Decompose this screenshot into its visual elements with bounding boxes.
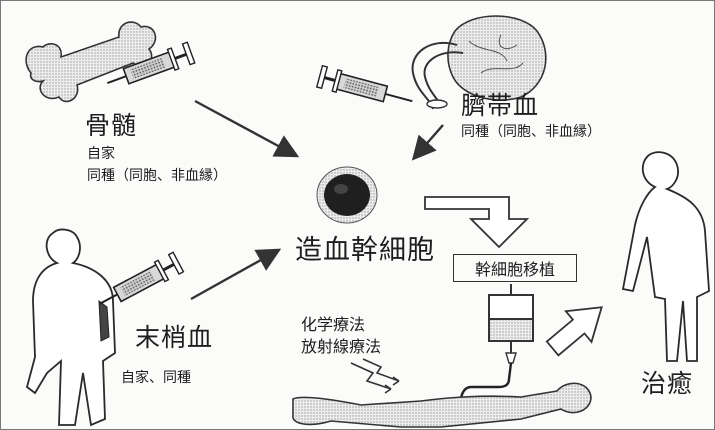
peripheral-blood-title: 末梢血	[135, 323, 214, 352]
cured-person-outline-icon	[621, 151, 710, 362]
syringe-arm-icon	[99, 251, 185, 305]
syringe-bone-icon	[107, 41, 196, 85]
outcome-label: 治癒	[641, 369, 694, 398]
arrow-peripheral-to-hsc	[190, 248, 282, 301]
donor-person-outline-icon	[25, 228, 116, 427]
therapy-line2: 放射線療法	[301, 337, 382, 356]
bone-marrow-line1: 自家	[87, 146, 115, 162]
placenta-icon	[411, 15, 547, 110]
iv-bag-icon	[459, 284, 534, 402]
syringe-cord-icon	[315, 64, 413, 103]
transplant-label: 幹細胞移植	[453, 254, 577, 282]
therapy-line1: 化学療法	[301, 315, 366, 334]
bent-arrow-icon	[424, 196, 530, 249]
arrow-bone-to-hsc	[194, 99, 300, 158]
peripheral-blood-line1: 自家、同種	[121, 370, 191, 386]
stem-cell-icon	[316, 166, 378, 224]
hollow-arrow-to-cured-icon	[545, 306, 603, 357]
radiation-lightning-icon	[350, 358, 400, 394]
bone-marrow-line2: 同種（同胞、非血縁）	[87, 168, 227, 184]
cord-blood-line1: 同種（同胞、非血縁）	[461, 124, 601, 140]
bone-marrow-title: 骨髄	[85, 111, 138, 140]
cord-blood-title: 臍帯血	[461, 91, 540, 120]
bone-icon	[25, 21, 157, 103]
lying-patient-icon	[292, 382, 592, 428]
hsc-title: 造血幹細胞	[295, 235, 435, 266]
arrow-cord-to-hsc	[411, 124, 444, 161]
